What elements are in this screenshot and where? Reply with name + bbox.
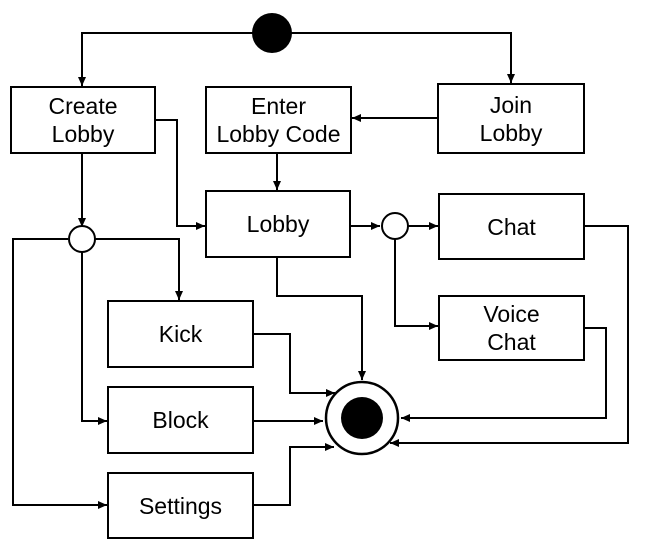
- edge-start-to-join-lobby: [291, 32, 515, 83]
- enter-lobby-code-label-1: Enter: [251, 93, 306, 119]
- block-label: Block: [152, 407, 209, 433]
- edge-junction-to-kick: [95, 238, 183, 300]
- kick-label: Kick: [158, 321, 203, 347]
- edge-kick-to-end: [253, 333, 335, 397]
- settings-node: Settings: [107, 472, 254, 539]
- start-node: [252, 13, 292, 53]
- create-lobby-label-1: Create: [48, 93, 118, 119]
- edge-junction-to-settings: [12, 238, 107, 509]
- lobby-label: Lobby: [246, 211, 310, 237]
- edge-start-to-create-lobby: [78, 32, 253, 86]
- block-node: Block: [107, 386, 254, 454]
- chat-node: Chat: [438, 193, 585, 260]
- edge-lobby-to-end: [276, 257, 366, 380]
- join-lobby-label-2: Lobby: [479, 119, 543, 146]
- create-lobby-label-2: Lobby: [51, 121, 115, 147]
- end-node-inner: [341, 397, 383, 439]
- edge-voice-to-end: [401, 327, 607, 422]
- edge-chat-to-end: [390, 225, 629, 447]
- kick-node: Kick: [107, 300, 254, 368]
- edge-chat-junction-to-voice: [394, 239, 438, 330]
- join-lobby-label-1: Join: [489, 91, 533, 118]
- junction-create: [68, 225, 96, 253]
- lobby-node: Lobby: [205, 190, 351, 258]
- voice-chat-label-2: Chat: [487, 329, 536, 355]
- edge-create-to-lobby: [155, 119, 205, 230]
- edge-settings-to-end: [253, 443, 334, 506]
- chat-label: Chat: [487, 213, 536, 240]
- edge-junction-to-block: [81, 252, 107, 425]
- junction-lobby: [381, 212, 409, 240]
- voice-chat-label-1: Voice: [483, 301, 540, 327]
- enter-lobby-code-label-2: Lobby Code: [216, 121, 341, 147]
- settings-label: Settings: [138, 492, 223, 519]
